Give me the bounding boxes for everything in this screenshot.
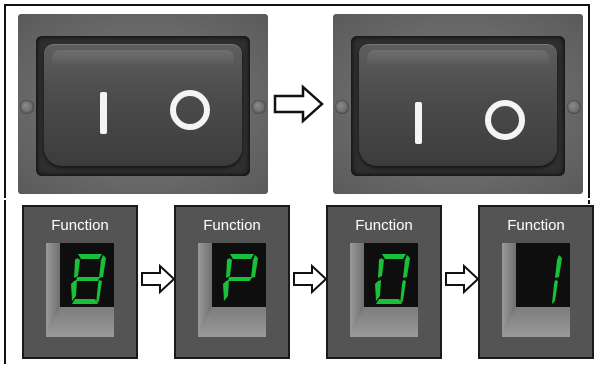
frame-border-right [588, 4, 590, 204]
frame-border-left [4, 4, 6, 364]
segment-c [96, 280, 102, 304]
segment-b [251, 255, 258, 278]
right-arrow-icon [293, 264, 328, 294]
switch-rocker[interactable] [359, 44, 557, 166]
off-mark-icon [485, 100, 525, 140]
seven-segment-digit [375, 254, 410, 304]
segment-e [375, 280, 381, 301]
seven-segment-digit [552, 255, 562, 304]
rivet-icon [567, 100, 581, 114]
rivet-icon [335, 100, 349, 114]
segment-b [99, 255, 106, 278]
rocker-switch-before[interactable] [18, 14, 268, 194]
segment-f [74, 258, 80, 278]
segment-a [230, 254, 254, 259]
function-display-4: Function [478, 205, 594, 359]
rocker-switch-after[interactable] [333, 14, 583, 194]
rivet-icon [252, 100, 266, 114]
rocker-top-edge [52, 50, 234, 68]
display-wall [502, 243, 516, 337]
segment-b [555, 255, 562, 278]
function-label: Function [51, 217, 109, 234]
rocker-top-edge [367, 50, 549, 68]
segment-c [552, 280, 558, 304]
function-label: Function [507, 217, 565, 234]
segment-g [228, 277, 252, 281]
on-mark-icon [100, 92, 107, 134]
segment-d [72, 299, 98, 304]
off-mark-icon [170, 90, 210, 130]
display-wall [350, 243, 364, 337]
frame-divider [4, 198, 590, 200]
function-display-3: Function [326, 205, 442, 359]
segment-f [226, 258, 232, 278]
segment-b [403, 255, 410, 278]
seven-segment-digit [223, 254, 258, 301]
function-display-1: Function [22, 205, 138, 359]
segment-e [71, 280, 77, 301]
segment-g [76, 277, 100, 281]
function-label: Function [203, 217, 261, 234]
display-wall [198, 243, 212, 337]
function-label: Function [355, 217, 413, 234]
right-arrow-icon [273, 84, 324, 124]
frame-border-top [4, 4, 590, 6]
segment-e [223, 280, 229, 301]
segment-c [400, 280, 406, 304]
segment-d [376, 299, 402, 304]
right-arrow-icon [445, 264, 480, 294]
segment-f [378, 258, 384, 278]
display-wall [46, 243, 60, 337]
segment-a [78, 254, 102, 259]
segment-a [382, 254, 406, 259]
seven-segment-digit [71, 254, 106, 304]
function-display-2: Function [174, 205, 290, 359]
switch-rocker[interactable] [44, 44, 242, 166]
rivet-icon [20, 100, 34, 114]
right-arrow-icon [141, 264, 176, 294]
on-mark-icon [415, 102, 422, 144]
